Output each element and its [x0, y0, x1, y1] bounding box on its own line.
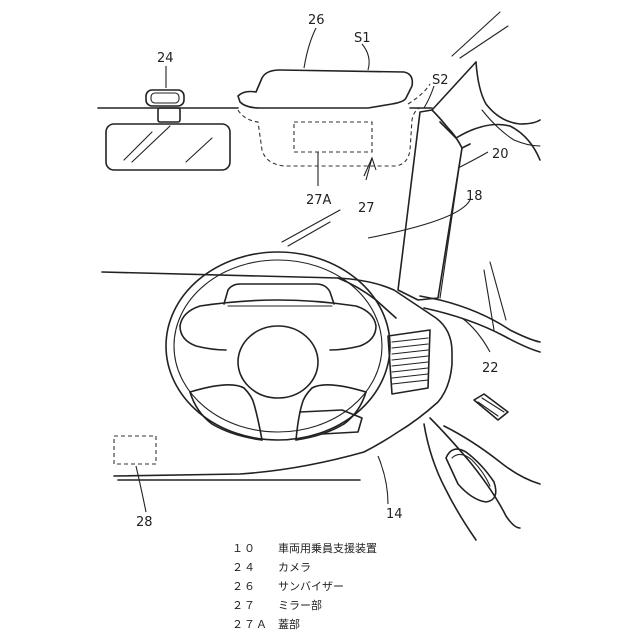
door-handle-recess	[445, 448, 497, 503]
device-box	[113, 435, 157, 465]
legend-number: ２６	[232, 580, 256, 593]
legend-description: 蓋部	[278, 618, 300, 631]
label-sun-visor: 26	[308, 13, 325, 28]
label-camera: 24	[157, 51, 174, 66]
label-s2: S2	[432, 73, 449, 88]
label-mirror-part: 27	[358, 201, 375, 216]
reference-legend: １０ 車両用乗員支援装置 ２４ カメラ ２６ サンバイザー ２７ ミラー部 ２７…	[232, 540, 532, 635]
label-s1: S1	[354, 31, 371, 46]
window-switch	[473, 393, 509, 421]
legend-row: ２４ カメラ	[232, 559, 532, 578]
rotation-arc-s2	[407, 83, 431, 105]
label-pillar: 20	[492, 147, 509, 162]
sun-visor	[237, 69, 414, 109]
legend-description: カメラ	[278, 561, 311, 574]
a-pillar	[397, 61, 541, 301]
side-window-door	[419, 261, 541, 541]
legend-description: ミラー部	[278, 599, 322, 612]
legend-description: 車両用乗員支援装置	[278, 542, 377, 555]
sun-visor-deployed-outline	[237, 107, 421, 167]
steering-column	[299, 409, 363, 435]
upper-window-frame	[451, 11, 541, 147]
label-dashboard: 14	[386, 507, 403, 522]
air-vent	[387, 329, 431, 395]
label-device-box: 28	[136, 515, 153, 530]
legend-row: ２７Ａ 蓋部	[232, 616, 532, 635]
dashboard	[101, 271, 453, 481]
camera	[145, 89, 185, 107]
label-mirror-cover: 27A	[306, 193, 332, 208]
label-windshield: 18	[466, 189, 483, 204]
rear-view-mirror	[105, 107, 231, 171]
windshield-glare	[281, 209, 341, 247]
legend-row: ２６ サンバイザー	[232, 578, 532, 597]
legend-number: ２７Ａ	[232, 618, 268, 631]
steering-wheel	[165, 251, 391, 441]
legend-row: １０ 車両用乗員支援装置	[232, 540, 532, 559]
leader-lines	[135, 27, 491, 513]
label-side-window: 22	[482, 361, 499, 376]
legend-description: サンバイザー	[278, 580, 344, 593]
instrument-cluster	[223, 283, 335, 307]
legend-row: ２７ ミラー部	[232, 597, 532, 616]
legend-number: ２４	[232, 561, 256, 574]
legend-number: ２７	[232, 599, 256, 612]
legend-number: １０	[232, 542, 256, 555]
